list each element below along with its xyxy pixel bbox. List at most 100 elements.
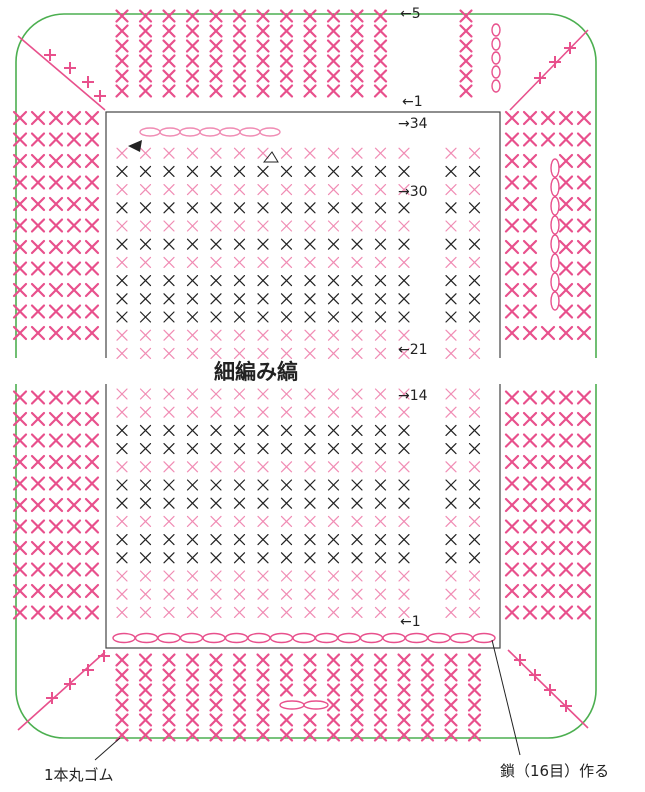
single-crochet-mark	[30, 153, 46, 169]
single-crochet-mark	[558, 411, 574, 427]
single-crochet-mark	[522, 411, 538, 427]
single-crochet-mark	[522, 519, 538, 534]
single-crochet-mark	[66, 540, 82, 556]
single-crochet-mark	[210, 311, 222, 323]
single-crochet-mark	[576, 454, 592, 470]
single-crochet-mark	[210, 570, 222, 582]
single-crochet-mark	[279, 24, 294, 38]
single-crochet-mark	[185, 24, 200, 38]
single-crochet-mark	[48, 562, 64, 577]
single-crochet-mark	[398, 184, 410, 196]
single-crochet-mark	[468, 238, 481, 250]
single-crochet-mark	[233, 311, 246, 323]
guide-line	[17, 651, 106, 731]
single-crochet-mark	[504, 132, 520, 147]
single-crochet-mark	[139, 497, 152, 509]
single-crochet-mark	[540, 433, 556, 448]
single-crochet-mark	[84, 476, 100, 491]
single-crochet-mark	[48, 390, 64, 405]
single-crochet-mark	[30, 390, 46, 405]
single-crochet-mark	[445, 220, 457, 232]
single-crochet-mark	[139, 311, 152, 323]
single-crochet-mark	[279, 39, 294, 53]
single-crochet-mark	[303, 39, 317, 53]
single-crochet-mark	[139, 552, 152, 564]
single-crochet-mark	[48, 261, 64, 276]
single-crochet-mark	[398, 147, 410, 159]
single-crochet-mark	[351, 570, 363, 582]
single-crochet-mark	[280, 515, 293, 528]
single-crochet-mark	[504, 583, 520, 599]
single-crochet-mark	[48, 282, 64, 298]
single-crochet-mark	[504, 519, 520, 534]
single-crochet-mark	[84, 562, 100, 577]
single-crochet-mark	[444, 698, 458, 712]
single-crochet-mark	[186, 238, 199, 250]
single-crochet-mark	[30, 583, 46, 599]
single-crochet-mark	[210, 479, 222, 491]
single-crochet-mark	[374, 533, 387, 546]
single-crochet-mark	[397, 713, 411, 727]
single-crochet-mark	[468, 533, 481, 546]
single-crochet-mark	[350, 39, 364, 53]
single-crochet-mark	[233, 165, 246, 177]
single-crochet-mark	[445, 497, 457, 509]
single-crochet-mark	[116, 388, 128, 400]
single-crochet-mark	[210, 220, 222, 232]
single-crochet-mark	[30, 605, 46, 620]
single-crochet-mark	[303, 54, 317, 68]
single-crochet-mark	[139, 533, 152, 546]
chain-mark	[491, 23, 501, 37]
single-crochet-mark	[398, 515, 410, 528]
single-crochet-mark	[256, 24, 270, 38]
single-crochet-mark	[504, 540, 520, 556]
single-crochet-mark	[116, 329, 128, 341]
single-crochet-mark	[116, 256, 128, 268]
single-crochet-mark	[138, 39, 153, 53]
single-crochet-mark	[48, 175, 64, 190]
single-crochet-mark	[504, 454, 520, 470]
single-crochet-mark	[210, 347, 222, 359]
single-crochet-mark	[304, 238, 316, 250]
single-crochet-mark	[326, 698, 341, 712]
single-crochet-mark	[504, 476, 520, 491]
single-crochet-mark	[522, 583, 538, 599]
single-crochet-mark	[209, 84, 223, 98]
single-crochet-mark	[84, 390, 100, 405]
single-crochet-mark	[66, 110, 82, 126]
single-crochet-mark	[576, 476, 592, 491]
single-crochet-mark	[186, 606, 199, 619]
single-crochet-mark	[522, 390, 538, 405]
single-crochet-mark	[256, 698, 270, 712]
single-crochet-mark	[115, 24, 129, 38]
single-crochet-mark	[558, 110, 574, 126]
single-crochet-mark	[522, 540, 538, 556]
single-crochet-mark	[163, 202, 175, 214]
single-crochet-mark	[232, 54, 247, 68]
single-crochet-mark	[522, 497, 538, 513]
single-crochet-mark	[30, 519, 46, 534]
single-crochet-mark	[326, 24, 341, 38]
single-crochet-mark	[374, 552, 387, 564]
single-crochet-mark	[280, 406, 293, 418]
single-crochet-mark	[398, 293, 410, 305]
single-crochet-mark	[280, 184, 293, 196]
elastic-label: 1本丸ゴム	[44, 766, 114, 784]
single-crochet-mark	[210, 552, 222, 564]
single-crochet-mark	[210, 329, 222, 341]
single-crochet-mark	[504, 218, 520, 233]
single-crochet-mark	[233, 497, 246, 509]
single-crochet-mark	[468, 552, 481, 564]
single-crochet-mark	[210, 202, 222, 214]
single-crochet-mark	[66, 497, 82, 513]
single-crochet-mark	[139, 293, 152, 305]
single-crochet-mark	[522, 282, 538, 298]
single-crochet-mark	[233, 275, 246, 287]
single-crochet-mark	[304, 311, 316, 323]
single-crochet-mark	[351, 461, 363, 473]
single-crochet-mark	[280, 497, 293, 509]
single-crochet-mark	[326, 683, 341, 697]
single-crochet-mark	[185, 84, 200, 98]
single-crochet-mark	[139, 388, 152, 400]
single-crochet-mark	[163, 588, 175, 600]
